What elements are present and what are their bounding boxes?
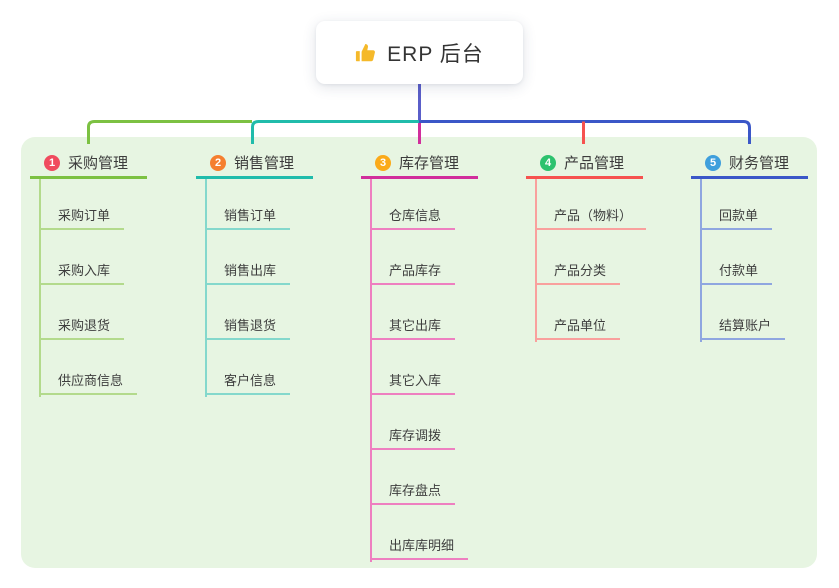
branch-label: 库存管理 xyxy=(399,155,460,172)
branch-node-purchase[interactable]: 1 采购管理 xyxy=(30,149,147,179)
leaf-node[interactable]: 库存调拨 xyxy=(370,422,456,450)
leaf-node[interactable]: 仓库信息 xyxy=(370,202,456,230)
leaf-node[interactable]: 采购订单 xyxy=(39,202,125,230)
leaf-label: 产品分类 xyxy=(554,263,607,278)
branch-sales-management: 2 销售管理 销售订单 销售出库 销售退货 客户信息 xyxy=(196,149,313,397)
leaf-node[interactable]: 采购入库 xyxy=(39,257,125,285)
leaf-label: 采购入库 xyxy=(58,263,111,278)
leaf-label: 仓库信息 xyxy=(389,208,442,223)
leaf-node[interactable]: 产品分类 xyxy=(535,257,621,285)
leaf-node[interactable]: 库存盘点 xyxy=(370,477,456,505)
thumbs-up-icon xyxy=(356,43,376,61)
leaf-node[interactable]: 销售退货 xyxy=(205,312,291,340)
leaf-node[interactable]: 回款单 xyxy=(700,202,773,230)
leaf-label: 产品单位 xyxy=(554,318,607,333)
leaf-node[interactable]: 结算账户 xyxy=(700,312,786,340)
leaf-node[interactable]: 客户信息 xyxy=(205,367,291,395)
leaf-node[interactable]: 出库库明细 xyxy=(370,532,469,560)
branch-child-line xyxy=(370,179,372,562)
branch-finance-management: 5 财务管理 回款单 付款单 结算账户 xyxy=(691,149,808,342)
branch-node-product[interactable]: 4 产品管理 xyxy=(526,149,643,179)
root-node-label: ERP 后台 xyxy=(387,42,484,66)
leaf-label: 回款单 xyxy=(719,208,759,223)
branch-node-inventory[interactable]: 3 库存管理 xyxy=(361,149,478,179)
leaf-label: 其它入库 xyxy=(389,373,442,388)
branch-child-line xyxy=(700,179,702,342)
leaf-node[interactable]: 产品库存 xyxy=(370,257,456,285)
leaf-label: 供应商信息 xyxy=(58,373,124,388)
branch-number-badge: 4 xyxy=(540,154,556,171)
leaf-label: 销售出库 xyxy=(224,263,277,278)
branch-child-line xyxy=(205,179,207,397)
branch-purchase-management: 1 采购管理 采购订单 采购入库 采购退货 供应商信息 xyxy=(30,149,147,397)
leaf-label: 产品库存 xyxy=(389,263,442,278)
leaf-node[interactable]: 付款单 xyxy=(700,257,773,285)
leaf-node[interactable]: 销售出库 xyxy=(205,257,291,285)
leaf-node[interactable]: 供应商信息 xyxy=(39,367,138,395)
leaf-label: 客户信息 xyxy=(224,373,277,388)
branch-label: 采购管理 xyxy=(68,155,129,172)
leaf-label: 出库库明细 xyxy=(389,538,455,553)
branch-child-line xyxy=(535,179,537,342)
branch-number-badge: 2 xyxy=(210,154,226,171)
branch-child-line xyxy=(39,179,41,397)
leaf-label: 采购订单 xyxy=(58,208,111,223)
mindmap-canvas xyxy=(21,137,817,568)
branch-number-badge: 3 xyxy=(375,154,391,171)
branch-number-badge: 5 xyxy=(705,154,721,171)
leaf-label: 销售订单 xyxy=(224,208,277,223)
leaf-label: 销售退货 xyxy=(224,318,277,333)
leaf-label: 产品（物料） xyxy=(554,208,633,223)
branch-label: 财务管理 xyxy=(729,155,790,172)
leaf-label: 付款单 xyxy=(719,263,759,278)
branch-number-badge: 1 xyxy=(44,154,60,171)
leaf-label: 采购退货 xyxy=(58,318,111,333)
branch-node-sales[interactable]: 2 销售管理 xyxy=(196,149,313,179)
branch-label: 产品管理 xyxy=(564,155,625,172)
leaf-node[interactable]: 销售订单 xyxy=(205,202,291,230)
leaf-node[interactable]: 其它入库 xyxy=(370,367,456,395)
leaf-node[interactable]: 产品单位 xyxy=(535,312,621,340)
leaf-node[interactable]: 产品（物料） xyxy=(535,202,647,230)
root-node-erp-backend[interactable]: ERP 后台 xyxy=(316,21,523,84)
leaf-node[interactable]: 采购退货 xyxy=(39,312,125,340)
leaf-node[interactable]: 其它出库 xyxy=(370,312,456,340)
branch-node-finance[interactable]: 5 财务管理 xyxy=(691,149,808,179)
branch-product-management: 4 产品管理 产品（物料） 产品分类 产品单位 xyxy=(526,149,647,342)
branch-label: 销售管理 xyxy=(234,155,295,172)
leaf-label: 其它出库 xyxy=(389,318,442,333)
branch-inventory-management: 3 库存管理 仓库信息 产品库存 其它出库 其它入库 库存调拨 库存盘点 出库库… xyxy=(361,149,478,562)
leaf-label: 库存盘点 xyxy=(389,483,442,498)
leaf-label: 库存调拨 xyxy=(389,428,442,443)
leaf-label: 结算账户 xyxy=(719,318,772,333)
